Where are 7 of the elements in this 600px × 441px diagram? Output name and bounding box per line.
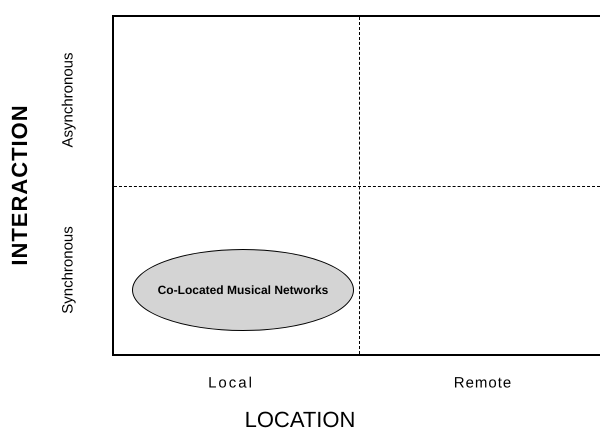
- node-label: Co-Located Musical Networks: [158, 283, 328, 297]
- axis-title: INTERACTION: [9, 104, 31, 266]
- axis-category: Remote: [454, 376, 512, 390]
- axis-category: Synchronous: [60, 226, 76, 314]
- axis-title: LOCATION: [244, 409, 356, 431]
- axis-category: Local: [208, 376, 254, 390]
- axis-category: Asynchronous: [60, 52, 76, 148]
